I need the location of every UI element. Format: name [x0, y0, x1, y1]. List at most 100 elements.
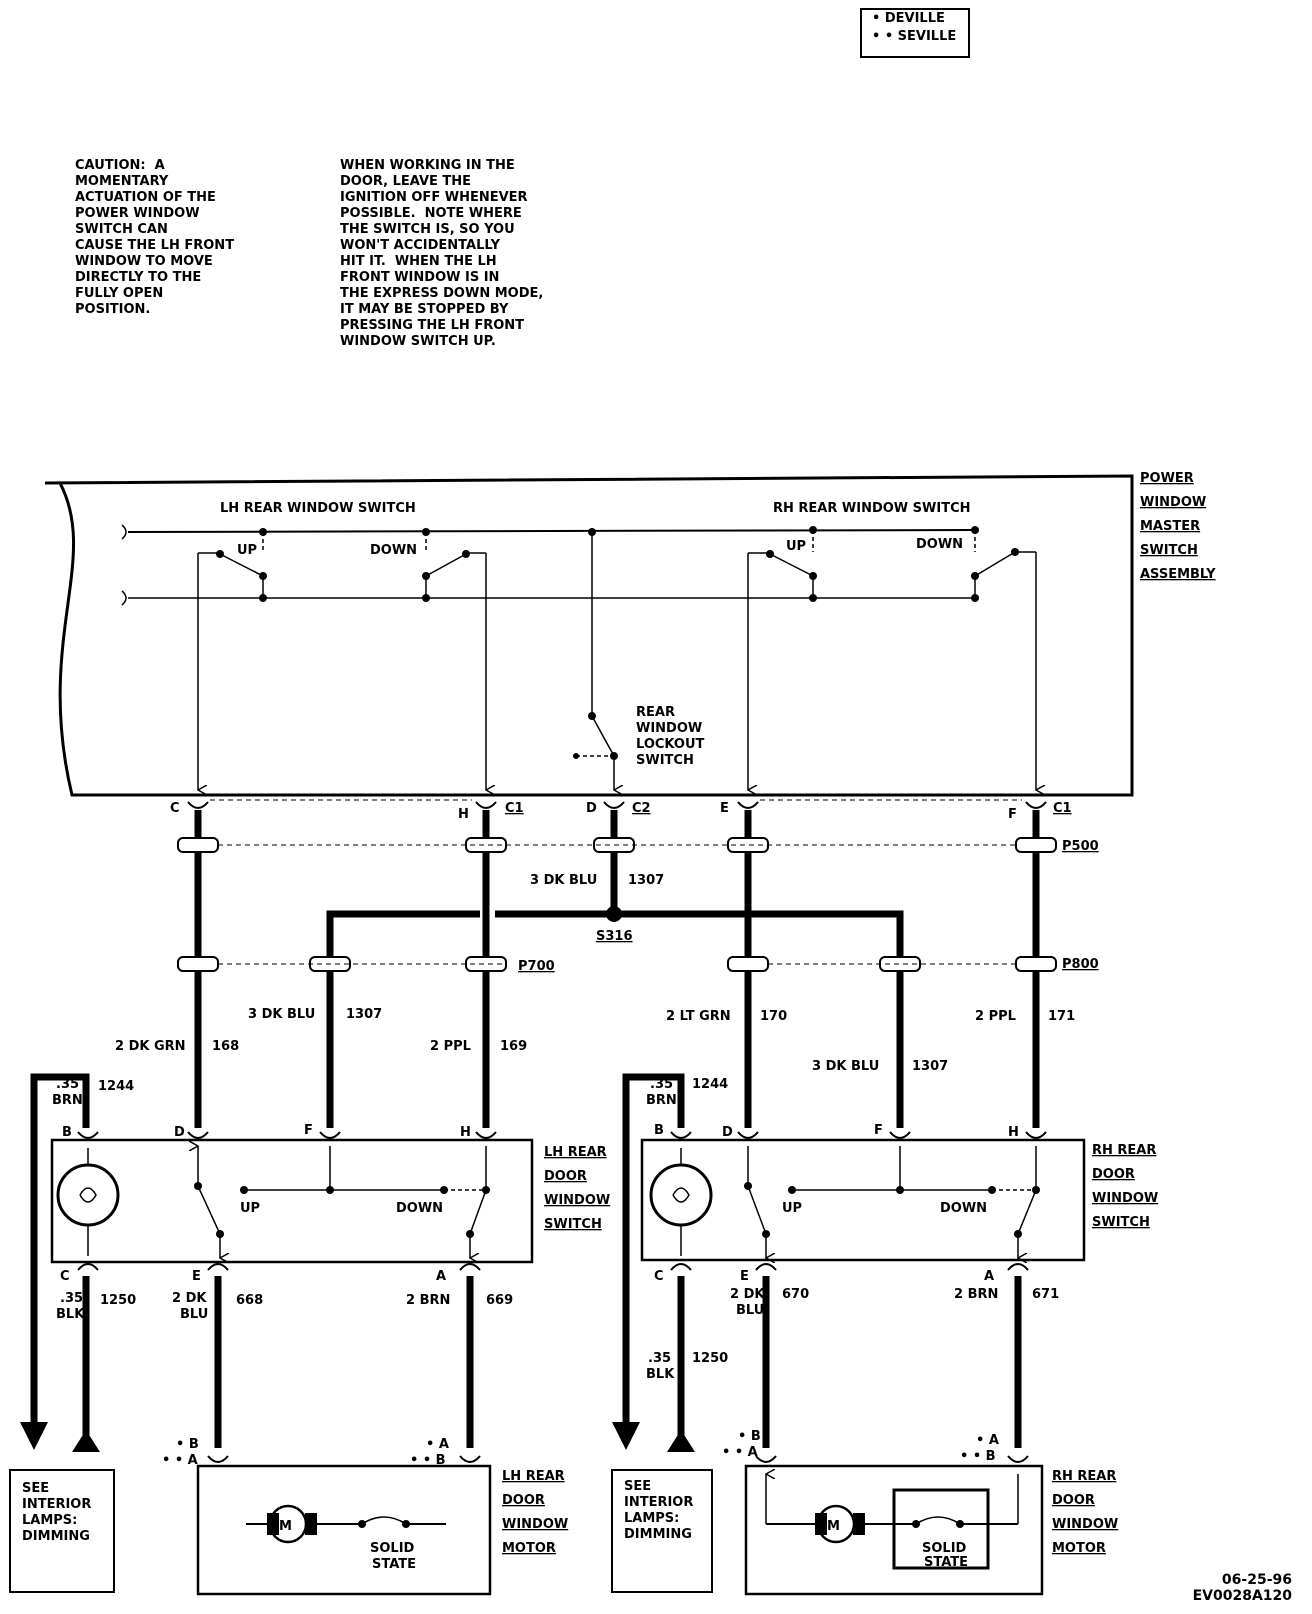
wire-170-circuit: 170	[760, 1009, 787, 1024]
connector-p700-label: P700	[518, 959, 555, 974]
svg-text:MOTOR: MOTOR	[502, 1541, 556, 1556]
svg-text:INTERIOR: INTERIOR	[22, 1497, 91, 1512]
svg-text:D: D	[722, 1125, 733, 1140]
rh-door-up-label: UP	[782, 1201, 802, 1216]
svg-text:STATE: STATE	[372, 1557, 416, 1572]
svg-text:SWITCH: SWITCH	[636, 753, 694, 768]
svg-text:LH REAR: LH REAR	[502, 1469, 565, 1484]
svg-text:STATE: STATE	[924, 1555, 968, 1570]
svg-text:F: F	[304, 1123, 313, 1138]
wire-669-circuit: 669	[486, 1293, 513, 1308]
wire-1244-lh-circuit: 1244	[98, 1079, 134, 1094]
wire-1307-rh-gauge: 3 DK BLU	[812, 1059, 879, 1074]
lockout-switch-label: REAR WINDOW LOCKOUT SWITCH	[636, 705, 705, 768]
master-switch-contacts	[216, 526, 1019, 760]
see-interior-lamps-rh	[611, 1469, 713, 1593]
wire-171-circuit: 171	[1048, 1009, 1075, 1024]
svg-text:• • B: • • B	[410, 1453, 446, 1468]
svg-text:LAMPS:: LAMPS:	[22, 1513, 77, 1528]
rh-door-switch-label: RH REAR DOOR WINDOW SWITCH	[1092, 1143, 1158, 1230]
svg-text:REAR: REAR	[636, 705, 675, 720]
svg-text:POWER: POWER	[1140, 471, 1194, 486]
svg-text:D: D	[174, 1125, 185, 1140]
wire-1250-lh-gauge: .35	[60, 1291, 83, 1306]
connector-c2-label: C2	[632, 801, 651, 816]
connector-p800-label: P800	[1062, 957, 1099, 972]
pin-f-c1: F	[1008, 807, 1017, 822]
pin-h-c1: H	[458, 807, 469, 822]
rh-motor-m: M	[827, 1519, 840, 1534]
svg-text:F: F	[874, 1123, 883, 1138]
svg-text:H: H	[1008, 1125, 1019, 1140]
wire-668-circuit: 668	[236, 1293, 263, 1308]
lh-door-up-label: UP	[240, 1201, 260, 1216]
svg-text:DOOR: DOOR	[544, 1169, 587, 1184]
master-assembly-label: POWER WINDOW MASTER SWITCH ASSEMBLY	[1140, 471, 1216, 582]
svg-text:SEE: SEE	[22, 1481, 49, 1496]
wire-1244-rh-circuit: 1244	[692, 1077, 728, 1092]
svg-text:BLU: BLU	[736, 1303, 764, 1318]
svg-text:C: C	[654, 1269, 664, 1284]
model-legend: • DEVILLE • • SEVILLE	[860, 8, 970, 58]
pin-d-c2: D	[586, 801, 597, 816]
caution-note: CAUTION: A MOMENTARY ACTUATION OF THE PO…	[75, 158, 235, 317]
svg-text:A: A	[436, 1269, 446, 1284]
rh-down-label: DOWN	[916, 537, 963, 552]
see-interior-lamps-lh	[9, 1469, 115, 1593]
lh-door-down-label: DOWN	[396, 1201, 443, 1216]
svg-text:• B: • B	[176, 1437, 199, 1452]
wire-170-gauge: 2 LT GRN	[666, 1009, 731, 1024]
wire-1250-rh-gauge: .35	[648, 1351, 671, 1366]
wire-1307-top-circuit: 1307	[628, 873, 664, 888]
wire-1250-lh-circuit: 1250	[100, 1293, 136, 1308]
svg-text:WINDOW: WINDOW	[502, 1517, 568, 1532]
svg-text:DOOR: DOOR	[1052, 1493, 1095, 1508]
svg-text:WINDOW: WINDOW	[544, 1193, 610, 1208]
wire-1244-lh-gauge: .35	[56, 1077, 79, 1092]
svg-text:INTERIOR: INTERIOR	[624, 1495, 693, 1510]
svg-text:MASTER: MASTER	[1140, 519, 1200, 534]
svg-text:BRN: BRN	[646, 1093, 677, 1108]
working-note: WHEN WORKING IN THE DOOR, LEAVE THE IGNI…	[340, 158, 544, 349]
svg-text:WINDOW: WINDOW	[1052, 1517, 1118, 1532]
wire-670-circuit: 670	[782, 1287, 809, 1302]
rh-rear-door-window-motor	[744, 1455, 1044, 1596]
svg-text:SOLID: SOLID	[922, 1541, 967, 1556]
wire-671-circuit: 671	[1032, 1287, 1059, 1302]
svg-text:C: C	[60, 1269, 70, 1284]
lh-rear-door-window-motor	[196, 1455, 492, 1596]
wire-169-gauge: 2 PPL	[430, 1039, 471, 1054]
ground-and-feed-arrows	[20, 906, 695, 1452]
wire-169-circuit: 169	[500, 1039, 527, 1054]
lh-rear-door-window-switch	[50, 1131, 534, 1271]
lh-up-label: UP	[237, 543, 257, 558]
svg-text:B: B	[654, 1123, 664, 1138]
lh-motor-m: M	[279, 1519, 292, 1534]
svg-text:SOLID: SOLID	[370, 1541, 415, 1556]
svg-text:A: A	[984, 1269, 994, 1284]
stamp-date: 06-25-96	[1221, 1572, 1292, 1588]
svg-text:BLK: BLK	[56, 1307, 85, 1322]
svg-text:DOOR: DOOR	[1092, 1167, 1135, 1182]
bus-upper	[127, 529, 976, 533]
svg-text:ASSEMBLY: ASSEMBLY	[1140, 567, 1216, 582]
pin-e-c1: E	[720, 801, 729, 816]
svg-text:MOTOR: MOTOR	[1052, 1541, 1106, 1556]
wire-171-gauge: 2 PPL	[975, 1009, 1016, 1024]
svg-text:BRN: BRN	[52, 1093, 83, 1108]
svg-text:• • B: • • B	[960, 1449, 996, 1464]
svg-text:• A: • A	[976, 1433, 999, 1448]
svg-text:H: H	[460, 1125, 471, 1140]
wire-1244-rh-gauge: .35	[650, 1077, 673, 1092]
master-switch-assembly	[44, 474, 1134, 797]
wire-668-gauge: 2 DK	[172, 1291, 207, 1306]
svg-text:• A: • A	[426, 1437, 449, 1452]
svg-text:RH REAR: RH REAR	[1052, 1469, 1116, 1484]
lh-motor-label: LH REAR DOOR WINDOW MOTOR	[502, 1469, 568, 1556]
connector-p500-label: P500	[1062, 839, 1099, 854]
svg-text:BLU: BLU	[180, 1307, 208, 1322]
svg-text:SEE: SEE	[624, 1479, 651, 1494]
drawing-stamp: 06-25-96 EV0028A120	[1193, 1572, 1292, 1604]
lh-rear-window-switch-label: LH REAR WINDOW SWITCH	[220, 501, 416, 516]
